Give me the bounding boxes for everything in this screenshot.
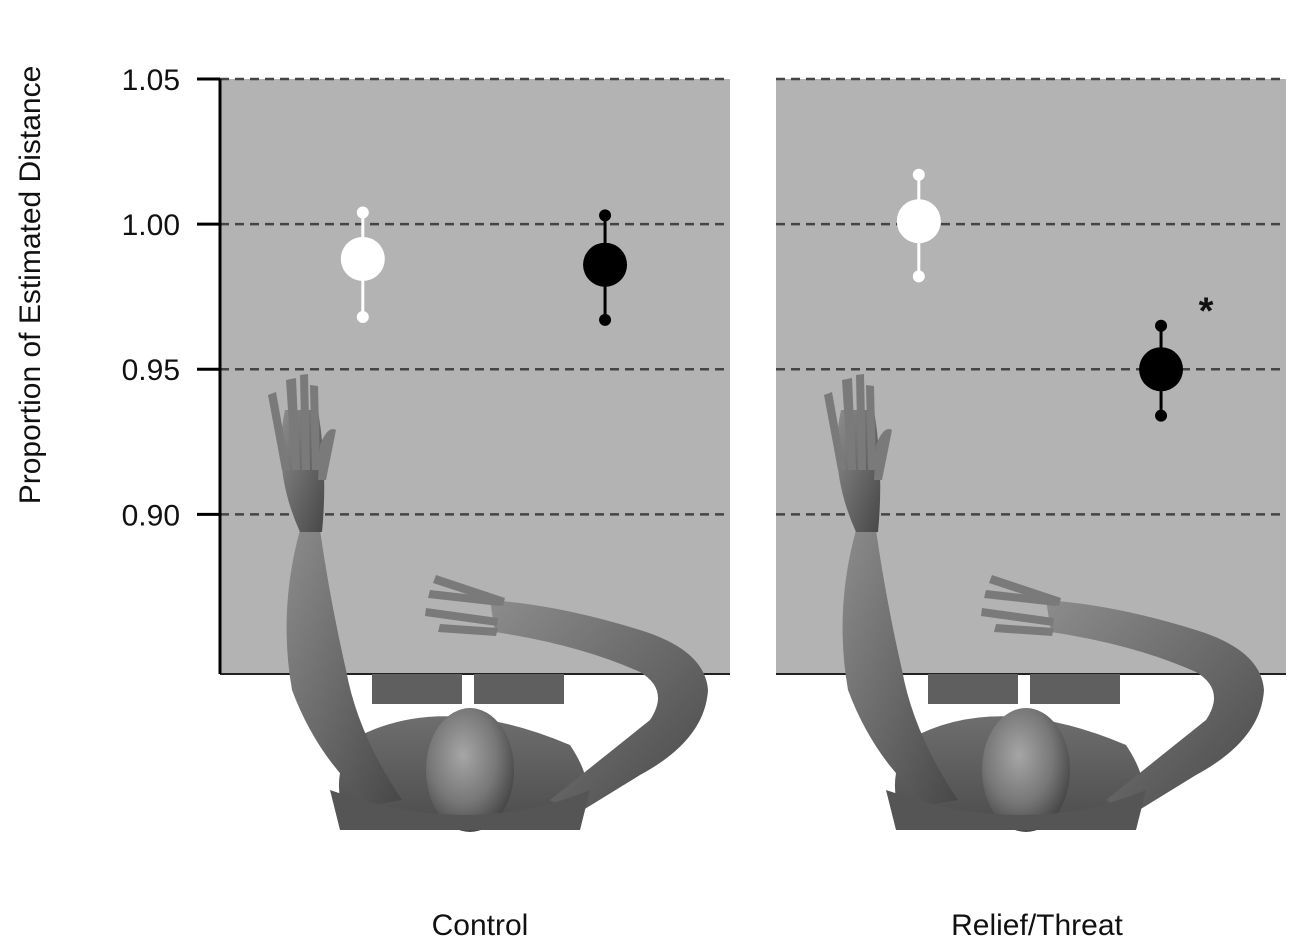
point-black-panel-0-mean-marker	[583, 242, 628, 287]
y-axis-label: Proportion of Estimated Distance	[14, 66, 47, 505]
point-white-panel-0-mean-marker	[340, 236, 385, 281]
y-tick-label: 0.90	[122, 499, 180, 532]
y-tick-label: 1.05	[122, 64, 180, 97]
point-black-panel-0-lower-cap	[599, 313, 612, 326]
y-tick-label: 0.95	[122, 354, 180, 387]
point-white-panel-1-lower-cap	[912, 270, 925, 283]
point-black-panel-0-upper-cap	[599, 209, 612, 222]
panel-label-control: Control	[432, 909, 529, 942]
point-white-panel-1-upper-cap	[912, 168, 925, 181]
point-white-panel-0-lower-cap	[356, 311, 369, 323]
point-black-panel-1-mean-marker	[1139, 347, 1184, 392]
point-black-panel-1-upper-cap	[1155, 319, 1168, 332]
point-black-panel-1-lower-cap	[1155, 409, 1168, 422]
point-white-panel-1-mean-marker	[896, 199, 941, 244]
significance-marker: *	[1199, 291, 1214, 333]
gridlines	[220, 77, 1286, 516]
point-white-panel-0-upper-cap	[356, 206, 369, 219]
panel-label-relief-threat: Relief/Threat	[951, 909, 1123, 942]
y-tick-label: 1.00	[122, 209, 180, 242]
y-axis: 0.90 0.95 1.00 1.05	[122, 64, 222, 674]
